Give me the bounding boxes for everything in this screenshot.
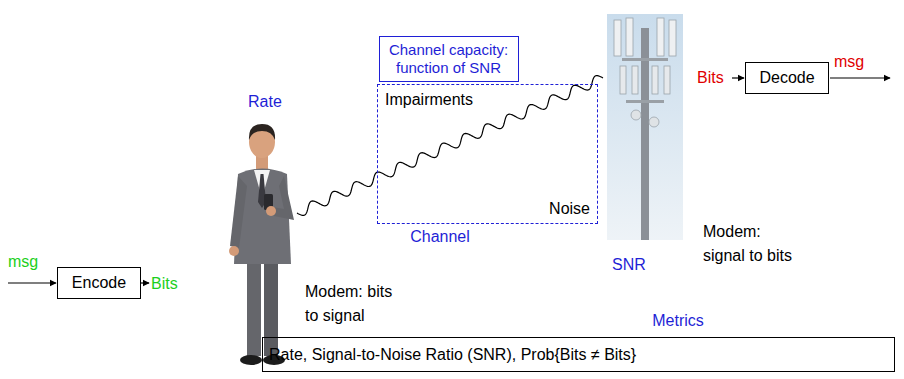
process-box: Encode — [57, 267, 141, 299]
bits-label: Bits — [151, 274, 178, 293]
node-text: Encode — [72, 273, 126, 292]
flow-arrow — [8, 282, 56, 283]
text-holder: Metrics — [652, 311, 704, 330]
channel-region: ImpairmentsNoiseChannel — [377, 84, 598, 224]
metric-label: SNR — [612, 255, 646, 274]
text-holder: Noise — [549, 199, 590, 218]
text-holder: Channel — [410, 227, 470, 246]
message-label: msg — [8, 252, 38, 271]
node-text: Impairments — [385, 90, 473, 109]
metrics-box: MetricsRate, Signal-to-Noise Ratio (SNR)… — [262, 337, 895, 372]
node-text: Decode — [759, 68, 814, 87]
modem-note: Modem: signal to bits — [703, 220, 801, 268]
node-text: Metrics — [652, 311, 704, 330]
cell-tower — [607, 14, 683, 240]
note-box: Channel capacity: function of SNR — [379, 36, 519, 82]
person-figure — [229, 124, 294, 365]
message-label: msg — [834, 52, 864, 71]
signal-wave — [297, 76, 603, 216]
flow-arrow — [141, 282, 149, 283]
node-text: Channel — [410, 227, 470, 246]
node-text: Noise — [549, 199, 590, 218]
metric-label: Rate — [248, 92, 282, 111]
node-text: Rate, Signal-to-Noise Ratio (SNR), Prob{… — [269, 345, 636, 364]
flow-arrow — [830, 77, 890, 78]
process-box: Decode — [745, 62, 829, 94]
text-holder: Impairments — [385, 90, 473, 109]
modem-note: Modem: bits to signal — [305, 280, 401, 328]
flow-arrow — [732, 77, 744, 78]
bits-label: Bits — [697, 68, 724, 87]
node-text: Channel capacity: function of SNR — [387, 41, 511, 77]
